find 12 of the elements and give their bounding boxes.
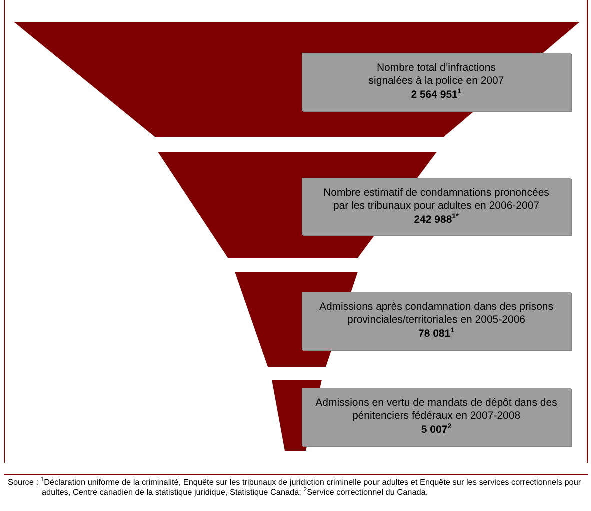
info-panel — [302, 178, 571, 235]
statistic-value: 242 988$^{1*}$ — [414, 212, 459, 226]
source-note: Source : $^{1}$Déclaration uniforme de la criminalité, Enquête sur les tribunaux de juridiction criminelle pour adultes et Enquête sur les services correctionnels pour adultes, Centre canadien de la statistique juridique, Statistique Canada; $^{2}$Service correctionnel du Canada. — [8, 478, 582, 498]
statistic-label: Admissions en vertu de mandats de dépôt dans des pénitenciers fédéraux en 2007-2008 — [314, 397, 558, 423]
statistic-label: Admissions après condamnation dans des prisons provinciales/territoriales en 2005-2006 — [318, 301, 555, 327]
statistic-label: Nombre estimatif de condamnations prononcées par les tribunaux pour adultes en 2006-2007 — [322, 186, 550, 212]
info-panel — [302, 292, 571, 350]
info-panel — [302, 388, 571, 446]
statistic-value: 2 564 951$^{1}$ — [411, 88, 462, 102]
statistic-label: Nombre total d’infractions signalées à la police en 2007 — [368, 62, 506, 88]
statistic-value: 5 007$^{2}$ — [421, 423, 452, 437]
statistic-value: 78 081$^{1}$ — [418, 327, 455, 341]
